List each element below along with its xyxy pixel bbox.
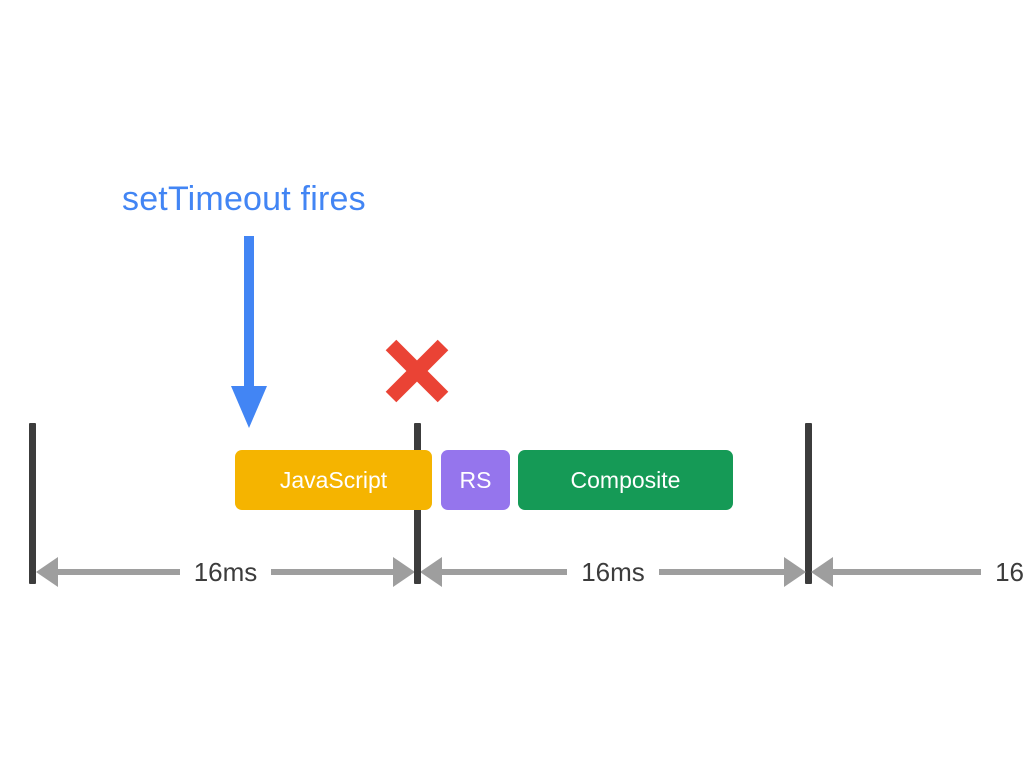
down-arrow-icon: [226, 236, 272, 430]
measure-line: [833, 569, 982, 575]
measure-label-2: 16ms: [581, 557, 645, 587]
settimeout-fires-label: setTimeout fires: [122, 180, 366, 218]
red-x-icon: [383, 337, 451, 405]
measure-line: [658, 569, 785, 575]
measure-line: [58, 569, 180, 575]
block-javascript[interactable]: JavaScript: [235, 450, 432, 510]
arrow-right-icon: [784, 557, 807, 587]
measure-line: [271, 569, 394, 575]
measure-label-3: 16: [995, 557, 1024, 587]
measure-label-1: 16ms: [193, 557, 258, 587]
measure-line: [442, 569, 568, 575]
measure-span-2: 16ms: [420, 556, 807, 588]
arrow-left-icon: [811, 557, 833, 587]
frame-boundary-1: [29, 423, 36, 584]
arrow-left-icon: [36, 557, 58, 587]
arrow-left-icon: [420, 557, 442, 587]
arrow-right-icon: [393, 557, 416, 587]
measure-span-1: 16ms: [36, 556, 416, 588]
block-rs[interactable]: RS: [441, 450, 510, 510]
measure-span-3: 16: [811, 556, 1024, 588]
frame-boundary-3: [805, 423, 812, 584]
block-composite[interactable]: Composite: [518, 450, 733, 510]
